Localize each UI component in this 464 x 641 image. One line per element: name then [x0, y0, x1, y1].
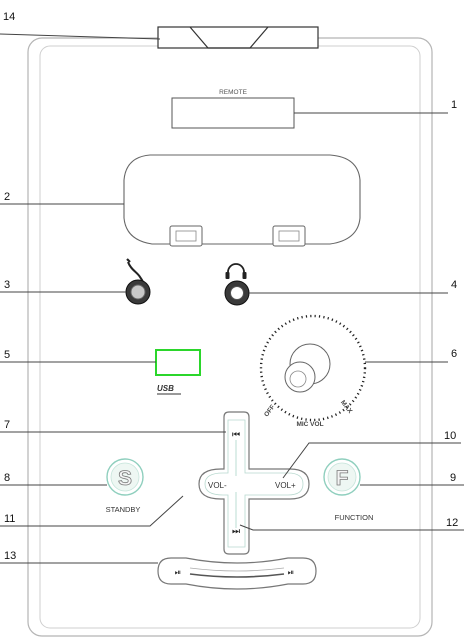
callout-8: 8	[4, 472, 10, 484]
next-button[interactable]: ⏭	[232, 527, 240, 537]
device-cradle	[123, 154, 361, 247]
callout-5: 5	[4, 349, 10, 361]
standby-label: STANDBY	[106, 505, 141, 514]
callout-2: 2	[4, 191, 10, 203]
mic-vol-off-label: OFF	[263, 404, 277, 419]
play-pause-right-icon: ⏯	[288, 568, 294, 577]
remote-label: REMOTE	[219, 89, 247, 96]
callout-12: 12	[446, 517, 458, 529]
remote-sensor-window	[171, 97, 295, 129]
callout-1: 1	[451, 99, 457, 111]
callout-14: 14	[3, 11, 15, 23]
headphone-jack[interactable]	[224, 280, 250, 306]
svg-text:USB: USB	[157, 384, 174, 393]
mic-jack[interactable]	[125, 279, 151, 305]
standby-letter: S	[118, 467, 132, 490]
callout-7: 7	[4, 419, 10, 431]
callout-3: 3	[4, 279, 10, 291]
function-button[interactable]	[323, 458, 361, 496]
control-pad	[198, 411, 310, 555]
function-label: FUNCTION	[335, 513, 374, 522]
callout-9: 9	[450, 472, 456, 484]
standby-button[interactable]	[106, 458, 144, 496]
mic-vol-label: MIC VOL	[296, 421, 323, 428]
callout-11: 11	[4, 513, 15, 525]
callout-13: 13	[4, 550, 16, 562]
leader-lines	[0, 33, 464, 564]
callout-4: 4	[451, 279, 457, 291]
usb-port[interactable]	[155, 349, 201, 376]
function-letter: F	[336, 467, 349, 490]
previous-button[interactable]: ⏮	[232, 430, 240, 440]
play-pause-bar[interactable]	[157, 557, 317, 590]
mic-vol-max-label: MAX	[339, 399, 354, 415]
volume-up-button[interactable]: VOL+	[275, 481, 296, 490]
play-pause-left-icon: ⏯	[175, 568, 181, 577]
volume-down-button[interactable]: VOL-	[208, 481, 227, 490]
usb-logo: USB	[157, 384, 181, 395]
top-latch	[157, 26, 319, 49]
mic-volume-knob[interactable]	[259, 314, 367, 422]
callout-6: 6	[451, 348, 457, 360]
callout-10: 10	[444, 430, 456, 442]
headphones-icon	[225, 263, 247, 279]
